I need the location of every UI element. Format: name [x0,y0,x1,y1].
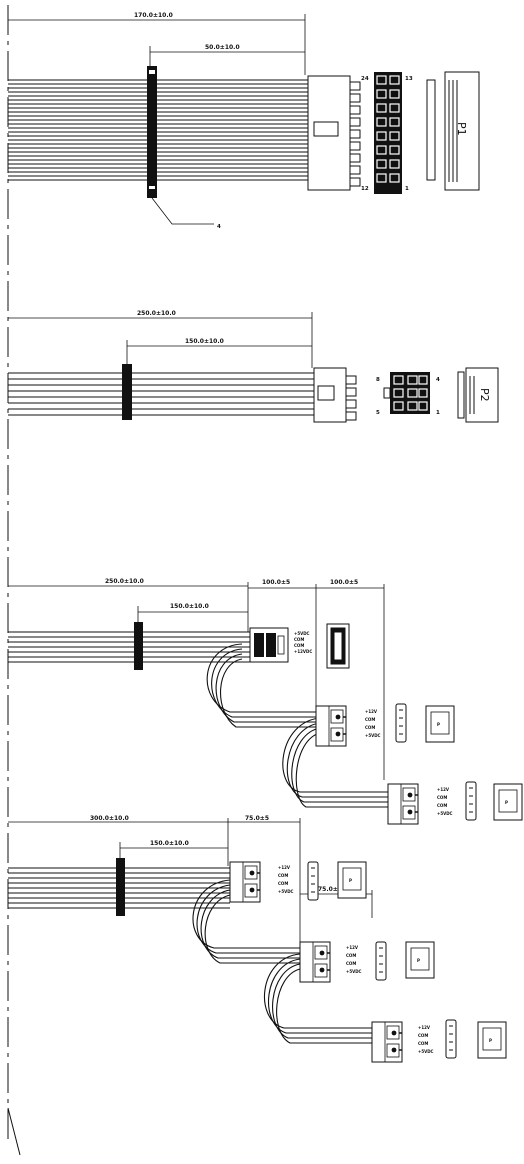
harness3-first-connector-end [326,623,350,669]
p2-pin-8: 8 [376,377,380,383]
harness4-dim-seg1: 75.0±5 [245,815,269,822]
p1-dim-total: 170.0±10.0 [134,12,173,19]
harness3-molex-2 [387,783,419,825]
harness3-molex-1-end [425,705,455,743]
harness4-molex-1-side [307,861,319,901]
harness3-conn1-signal-4: +5VDC [365,733,381,738]
harness3-conn2-signal-1: +12V [437,787,450,792]
harness3-small-signal-1: +5VDC [294,631,310,636]
p2-cable-tie [122,364,132,420]
harness3-conn2-signal-2: COM [437,795,447,800]
harness4-molex-3-end [477,1021,507,1059]
p2-connector-side [313,367,357,423]
p1-harness: 170.0±10.0 50.0±10.0 4 [8,12,480,230]
p1-wire-bundle [8,79,308,181]
p2-dim-partial: 150.0±10.0 [185,338,224,345]
harness3-molex-2-end [493,783,523,821]
harness3-conn1-signal-3: COM [365,725,375,730]
p2-pin-1: 1 [436,410,440,416]
p2-connector-face [383,372,430,414]
p1-pin-24: 24 [361,76,369,82]
harness4-conn2-signal-3: COM [346,961,356,966]
p2-dimensions [8,312,313,370]
p2-wire-bundle [8,372,314,416]
harness4-conn3-signal-3: COM [418,1041,428,1046]
harness4-conn3-signal-4: +5VDC [418,1049,434,1054]
harness3-molex-1-side [395,703,407,743]
harness3-dimensions [8,582,385,780]
harness3-conn2-signal-4: +5VDC [437,811,453,816]
peripheral-harness-4: 300.0±10.0 150.0±10.0 75.0±5 75.0±5 +12V… [8,815,507,1063]
harness4-conn3-signal-1: +12V [418,1025,431,1030]
harness4-conn1-signal-1: +12V [278,865,291,870]
harness3-small-signal-3: COM [294,643,304,648]
p1-dimensions [8,14,306,75]
harness4-conn2-signal-4: +5VDC [346,969,362,974]
harness4-molex-1-end [337,861,367,899]
p1-label: P1 [455,122,468,136]
harness4-molex-3-side [445,1019,457,1059]
p1-connector-side [307,75,361,191]
harness3-conn1-signal-1: +12V [365,709,378,714]
harness3-small-signal-4: +12VDC [294,649,312,654]
p2-dim-total: 250.0±10.0 [137,310,176,317]
harness4-cable-tie [116,858,125,916]
p1-pin-12: 12 [361,186,369,192]
harness3-conn1-signal-2: COM [365,717,375,722]
p1-connector-face [374,72,402,194]
harness4-conn3-signal-2: COM [418,1033,428,1038]
p1-dim-partial: 50.0±10.0 [205,44,240,51]
harness4-conn1-signal-3: COM [278,881,288,886]
harness4-molex-1 [229,861,261,903]
harness3-dim-partial: 150.0±10.0 [170,603,209,610]
harness3-first-connector [249,627,289,663]
harness4-dim-total: 300.0±10.0 [90,815,129,822]
harness4-dim-seg2: 75.0±5 [318,886,342,893]
harness4-molex-2-end [405,941,435,979]
harness3-conn2-signal-3: COM [437,803,447,808]
harness3-small-signal-2: COM [294,637,304,642]
p2-harness: 250.0±10.0 150.0±10.0 8 4 5 1 [8,310,499,423]
p1-pin-1: 1 [405,186,409,192]
peripheral-harness-3: 250.0±10.0 150.0±10.0 100.0±5 100.0±5 +5… [8,578,523,825]
p1-callout-number: 4 [217,224,221,230]
harness3-dim-total: 250.0±10.0 [105,578,144,585]
harness3-dim-seg2: 100.0±5 [330,579,358,586]
p2-label: P2 [478,388,491,402]
p1-pin-13: 13 [405,76,413,82]
harness3-dim-seg1: 100.0±5 [262,579,290,586]
harness4-conn1-signal-4: +5VDC [278,889,294,894]
harness4-molex-3 [371,1021,403,1063]
harness4-conn1-signal-2: COM [278,873,288,878]
harness3-molex-1 [315,705,347,747]
harness4-dim-partial: 150.0±10.0 [150,840,189,847]
harness4-conn2-signal-2: COM [346,953,356,958]
harness4-molex-2 [299,941,331,983]
p2-connector-end [457,367,499,423]
p1-cable-tie [147,66,214,225]
frame-border [7,5,21,1156]
harness3-cable-tie [134,622,143,670]
harness3-molex-2-side [465,781,477,821]
p1-connector-end [426,71,480,191]
p2-pin-4: 4 [436,377,440,383]
p2-pin-5: 5 [376,410,380,416]
harness4-conn2-signal-1: +12V [346,945,359,950]
harness4-molex-2-side [375,941,387,981]
harness3-wire-bundle [8,631,388,808]
